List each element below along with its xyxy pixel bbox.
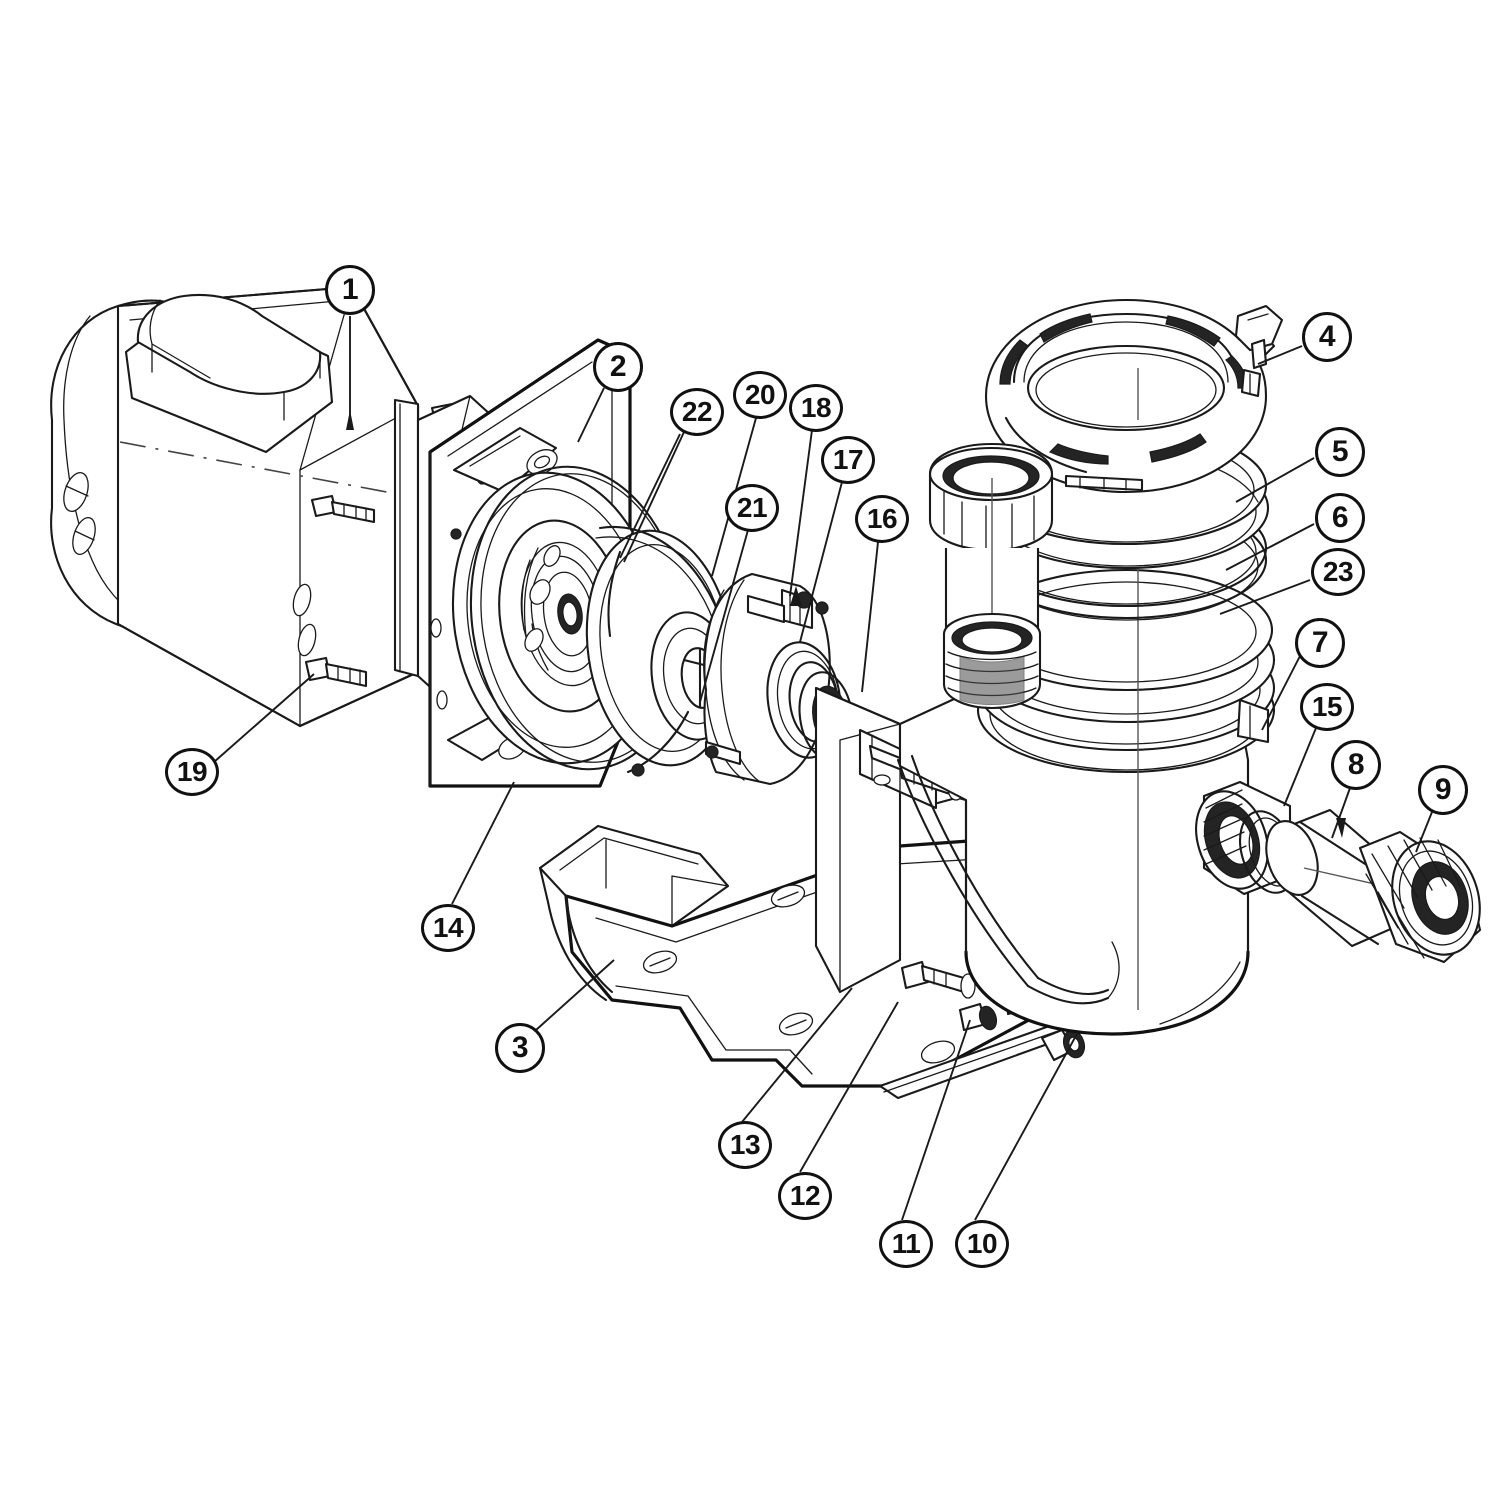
callout-5[interactable]: 5 [1315, 427, 1365, 477]
part-outlet-union [1195, 780, 1482, 964]
callout-18[interactable]: 18 [789, 384, 843, 432]
callout-10[interactable]: 10 [955, 1220, 1009, 1268]
callout-8[interactable]: 8 [1331, 740, 1381, 790]
callout-7[interactable]: 7 [1295, 618, 1345, 668]
callout-23[interactable]: 23 [1311, 548, 1365, 596]
callout-11[interactable]: 11 [879, 1220, 933, 1268]
callout-17[interactable]: 17 [821, 436, 875, 484]
callout-19[interactable]: 19 [165, 748, 219, 796]
part-strainer-housing [814, 470, 1276, 1036]
callout-14[interactable]: 14 [421, 904, 475, 952]
callout-9[interactable]: 9 [1418, 765, 1468, 815]
callout-12[interactable]: 12 [778, 1172, 832, 1220]
callout-13[interactable]: 13 [718, 1121, 772, 1169]
callout-15[interactable]: 15 [1300, 683, 1354, 731]
callout-3[interactable]: 3 [495, 1023, 545, 1073]
callout-20[interactable]: 20 [733, 371, 787, 419]
callout-6[interactable]: 6 [1315, 493, 1365, 543]
callout-16[interactable]: 16 [855, 495, 909, 543]
part-motor [50, 285, 420, 728]
callout-21[interactable]: 21 [725, 484, 779, 532]
callout-2[interactable]: 2 [593, 342, 643, 392]
callout-1[interactable]: 1 [325, 265, 375, 315]
callout-4[interactable]: 4 [1302, 312, 1352, 362]
callout-22[interactable]: 22 [670, 388, 724, 436]
part-lid-locking-ring [984, 298, 1284, 494]
part-inlet-union [928, 442, 1054, 710]
